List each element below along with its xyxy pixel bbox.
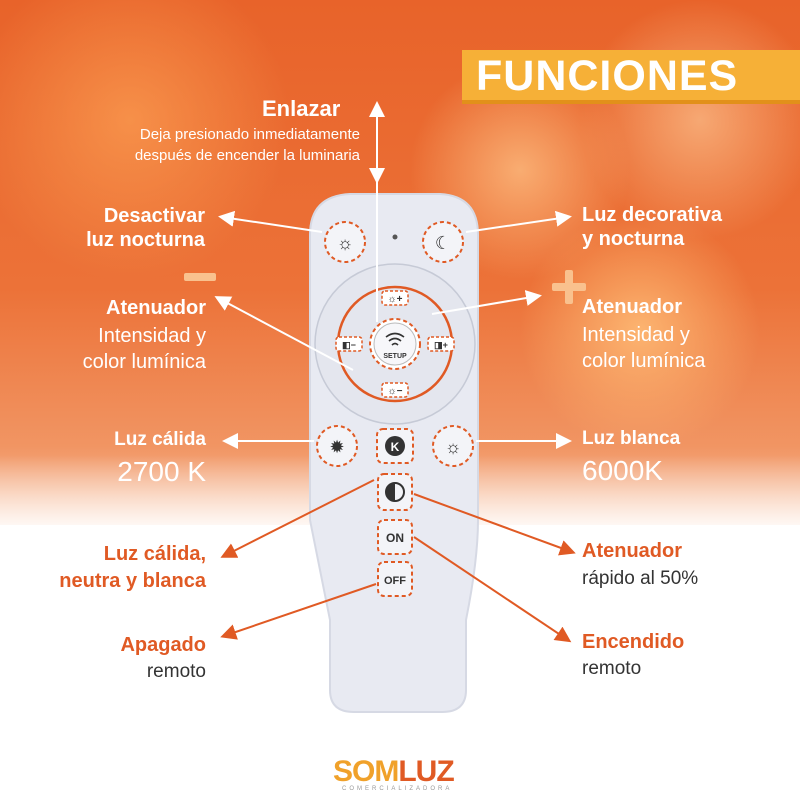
arrow-calida-neutra (220, 479, 375, 558)
calida-neutra-line1: Luz cálida, (103, 543, 206, 565)
orange-arrows (220, 479, 576, 643)
warm-light-button: ✹ (316, 425, 358, 467)
atenuador-right-line2: color lumínica (582, 350, 706, 372)
color-minus-button: ◧− (335, 336, 363, 352)
blanca-title: Luz blanca (582, 428, 681, 449)
brand-logo: SOMLUZ (333, 755, 455, 789)
title-bar (462, 50, 800, 104)
night-light-on-button: ☾ (422, 221, 464, 263)
white-light-button: ☼ (432, 425, 474, 467)
enlazar-line1: Deja presionado inmediatamente (139, 126, 360, 143)
svg-text:✹: ✹ (329, 437, 344, 457)
dim-half-button (377, 473, 413, 511)
color-temperature-button: K (376, 428, 414, 464)
encendido-title: Encendido (582, 631, 685, 653)
title-bar-shadow (462, 100, 800, 104)
on-button: ON (377, 519, 413, 555)
apagado-title: Apagado (120, 634, 206, 656)
svg-text:◨+: ◨+ (434, 340, 448, 350)
k-label: K (391, 440, 400, 454)
atenuador-left-title: Atenuador (106, 297, 206, 319)
enlazar-title: Enlazar (262, 96, 341, 121)
svg-text:☼−: ☼− (387, 386, 402, 397)
off-label: OFF (384, 575, 406, 587)
on-label: ON (386, 531, 404, 545)
decorativa-line2: y nocturna (582, 228, 685, 250)
plus-icon-vertical (565, 270, 573, 304)
atenuador-right-line1: Intensidad y (582, 324, 690, 346)
arrow-desactivar (218, 210, 323, 233)
minus-icon (184, 273, 216, 281)
arrow-atenuador-right (431, 290, 542, 315)
arrow-atenuador-left (214, 296, 354, 371)
calida-title: Luz cálida (114, 429, 206, 450)
apagado-line1: remoto (146, 661, 206, 682)
calida-value: 2700 K (117, 456, 206, 487)
atenuador-rapido-title: Atenuador (582, 540, 682, 562)
atenuador-left-line1: Intensidad y (98, 325, 206, 347)
status-led (392, 234, 398, 240)
arrow-encendido (413, 536, 572, 643)
svg-text:☼: ☼ (337, 233, 354, 253)
arrow-decorativa (465, 210, 572, 233)
blanca-value: 6000K (582, 455, 663, 486)
atenuador-rapido-line1: rápido al 50% (582, 568, 699, 589)
atenuador-right-title: Atenuador (582, 296, 682, 318)
calida-neutra-line2: neutra y blanca (59, 570, 206, 592)
wifi-icon (385, 332, 405, 346)
brightness-up-button: ☼+ (381, 290, 409, 306)
svg-text:☾: ☾ (435, 233, 451, 253)
night-light-off-button: ☼ (324, 221, 366, 263)
brand-tagline: COMERCIALIZADORA (342, 786, 453, 792)
atenuador-left-line2: color lumínica (82, 351, 206, 373)
arrow-atenuador-rapido (413, 493, 576, 556)
setup-label: SETUP (383, 353, 407, 360)
desactivar-line2: luz nocturna (86, 229, 205, 251)
desactivar-line1: Desactivar (103, 205, 205, 227)
arrow-apagado (220, 583, 377, 640)
color-plus-button: ◨+ (427, 336, 455, 352)
encendido-line1: remoto (582, 658, 642, 679)
svg-text:☼: ☼ (445, 437, 462, 457)
brand-part1: SOM (333, 755, 399, 788)
decorativa-line1: Luz decorativa (582, 204, 723, 226)
off-button: OFF (377, 561, 413, 597)
page-title: FUNCIONES (476, 52, 739, 100)
enlazar-line2: después de encender la luminaria (134, 147, 360, 164)
brightness-down-button: ☼− (381, 382, 409, 398)
svg-text:◧−: ◧− (342, 340, 356, 350)
svg-text:☼+: ☼+ (387, 294, 402, 305)
brand-part2: LUZ (398, 755, 454, 788)
